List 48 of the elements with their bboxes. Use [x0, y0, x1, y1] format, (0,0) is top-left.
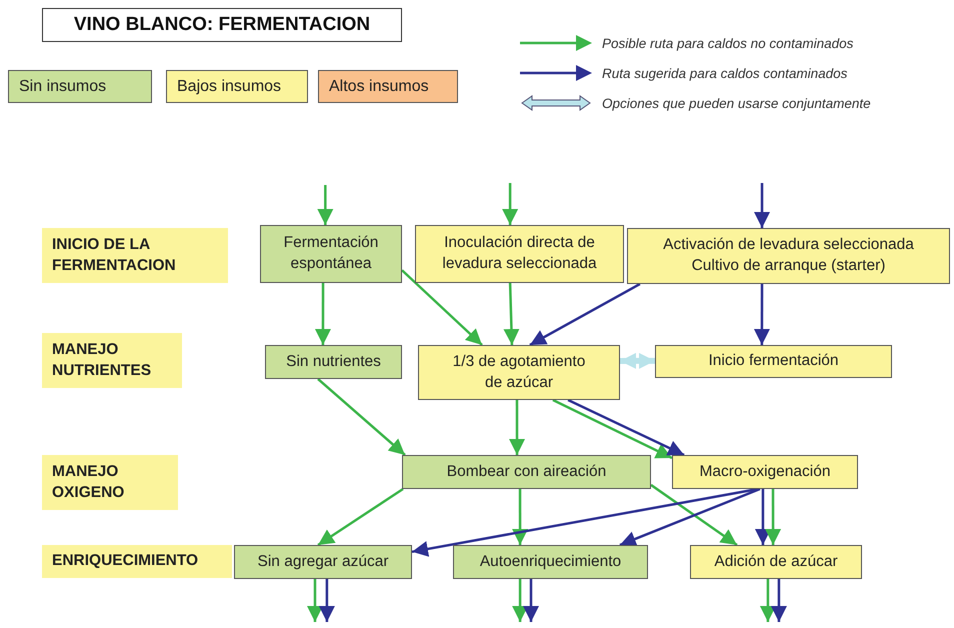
process-box: Activación de levadura seleccionada Cultivo de arranque (starter)	[627, 228, 950, 284]
process-box: Fermentación espontánea	[260, 225, 402, 283]
arrow	[754, 183, 770, 228]
arrow	[765, 489, 782, 545]
arrow	[754, 284, 770, 345]
legend-key: Altos insumos	[318, 70, 458, 103]
process-box: Autoenriquecimiento	[453, 545, 648, 579]
process-box: 1/3 de agotamiento de azúcar	[418, 345, 620, 400]
process-box: Bombear con aireación	[402, 455, 651, 489]
stage-band: ENRIQUECIMIENTO	[42, 545, 232, 578]
process-box: Adición de azúcar	[690, 545, 862, 579]
arrow	[529, 282, 641, 346]
arrow	[754, 489, 771, 545]
arrow	[509, 400, 526, 455]
legend-text: Posible ruta para caldos no contaminados	[602, 36, 854, 50]
arrow	[650, 484, 738, 546]
arrow	[314, 283, 331, 345]
arrow	[523, 579, 539, 622]
arrow	[502, 183, 518, 225]
title-box: VINO BLANCO: FERMENTACION	[42, 8, 402, 42]
arrow	[318, 579, 335, 622]
arrow	[512, 579, 528, 622]
arrow	[317, 378, 406, 456]
stage-band: MANEJO OXIGENO	[42, 455, 178, 510]
arrow	[503, 282, 520, 346]
arrow	[770, 579, 787, 622]
arrow	[568, 398, 685, 456]
stage-band: MANEJO NUTRIENTES	[42, 333, 182, 388]
process-box: Macro-oxigenación	[672, 455, 858, 489]
arrow	[619, 488, 760, 546]
process-box: Inoculación directa de levadura seleccionada	[415, 225, 624, 283]
arrow	[760, 579, 776, 622]
process-box: Sin agregar azúcar	[234, 545, 412, 579]
arrow	[317, 488, 404, 546]
legend-key: Sin insumos	[8, 70, 152, 103]
arrow	[317, 185, 334, 225]
legend-key: Bajos insumos	[166, 70, 308, 103]
legend-text: Ruta sugerida para caldos contaminados	[602, 66, 848, 80]
arrow	[307, 579, 323, 622]
arrow	[412, 488, 758, 557]
arrow	[401, 269, 483, 346]
arrow	[620, 352, 656, 369]
process-box: Inicio fermentación	[655, 345, 892, 378]
legend-text: Opciones que pueden usarse conjuntamente	[602, 96, 871, 110]
stage-band: INICIO DE LA FERMENTACION	[42, 228, 228, 283]
arrow	[512, 489, 528, 545]
process-box: Sin nutrientes	[265, 345, 402, 379]
arrow	[552, 398, 673, 460]
